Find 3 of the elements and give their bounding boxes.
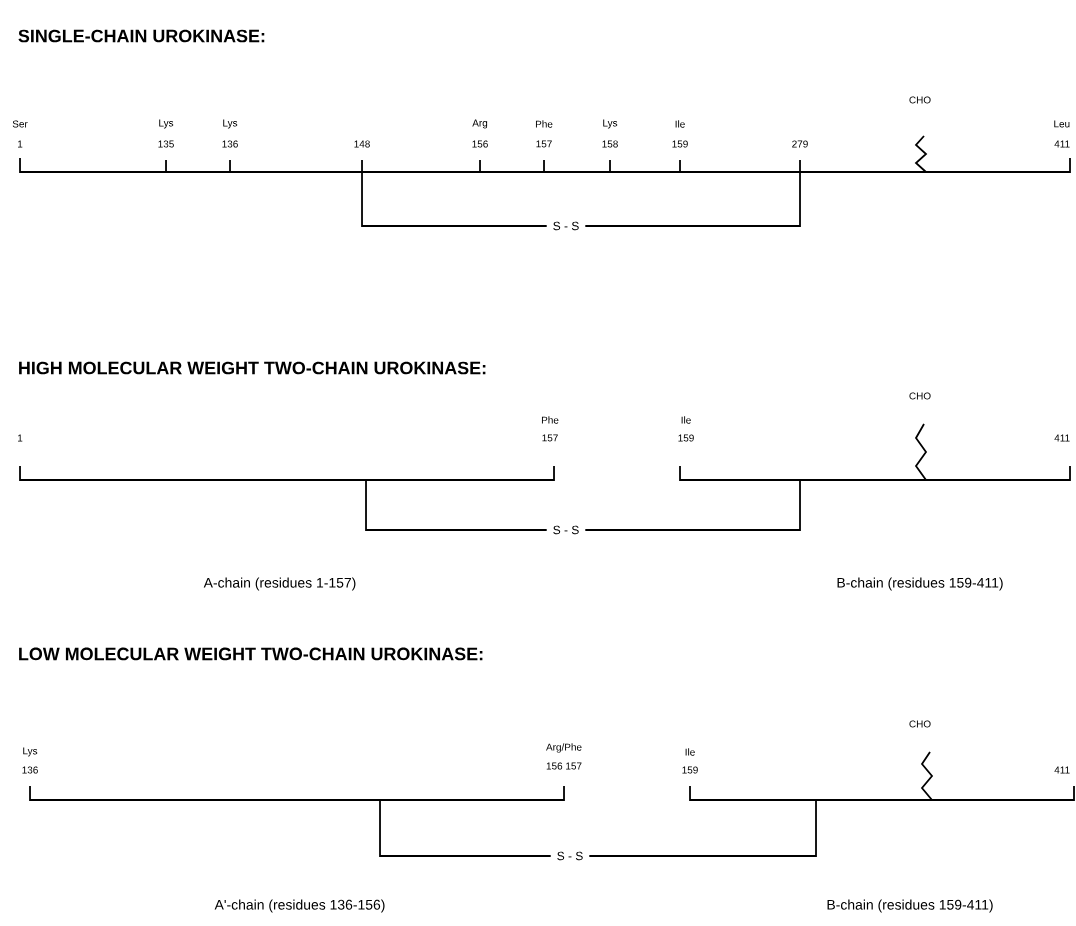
section-heading: SINGLE-CHAIN UROKINASE: [18,29,265,43]
section-heading: LOW MOLECULAR WEIGHT TWO-CHAIN UROKINASE: [19,647,483,661]
section-heading: HIGH MOLECULAR WEIGHT TWO-CHAIN UROKINASE: [19,361,486,375]
